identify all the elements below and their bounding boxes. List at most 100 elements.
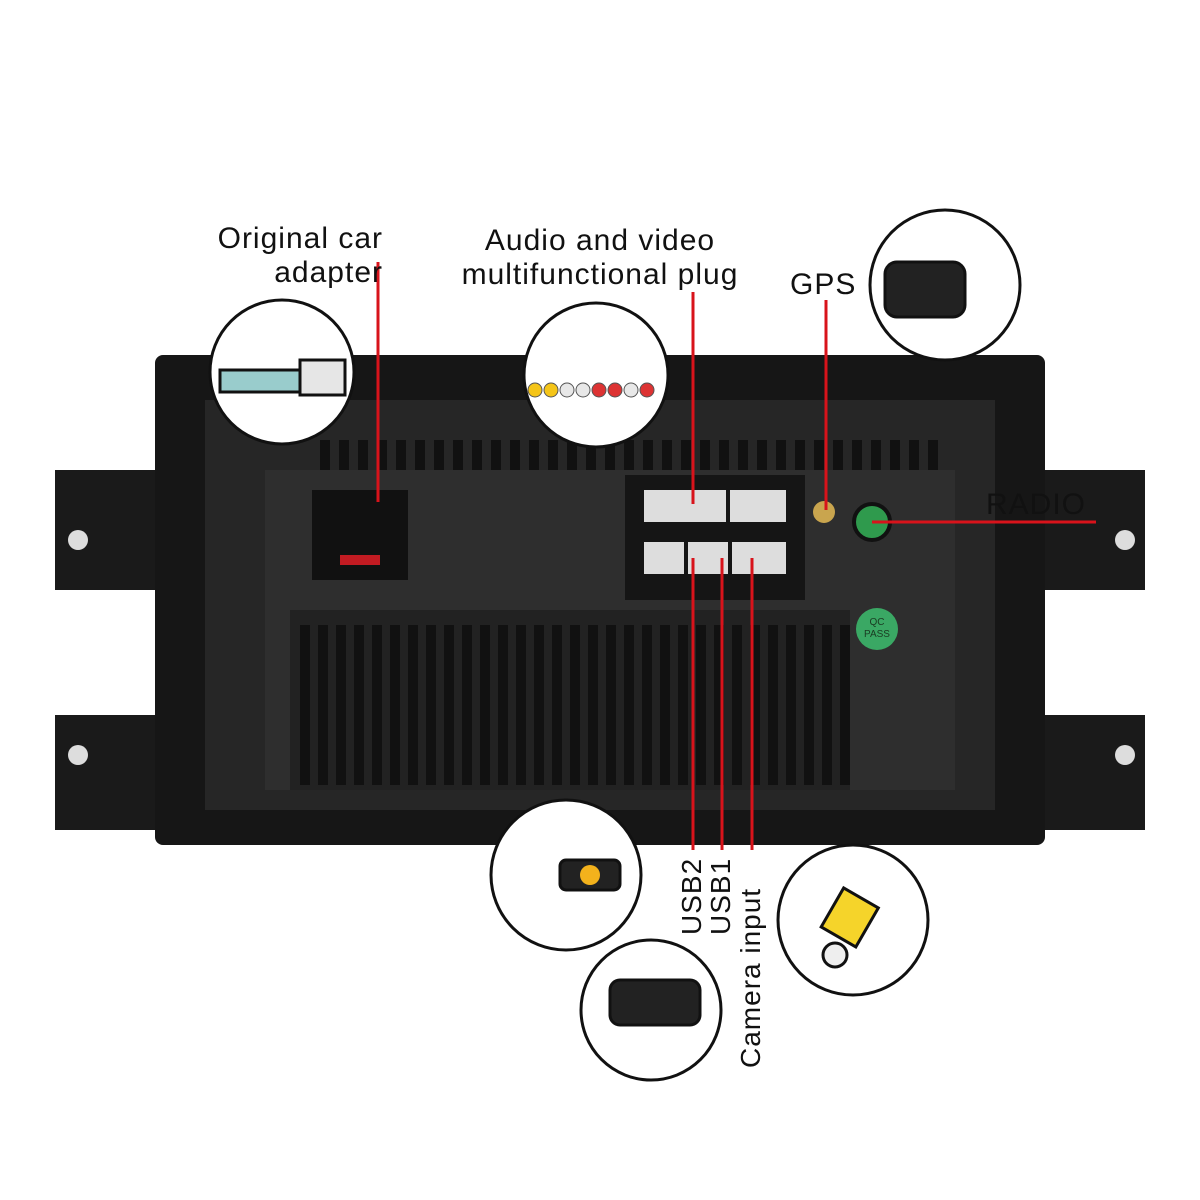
car-adapter-socket: [312, 490, 408, 580]
radio-label: RADIO: [986, 488, 1087, 521]
fin: [700, 440, 710, 470]
pointer-lines: [376, 262, 1096, 850]
fin: [890, 440, 900, 470]
fin: [339, 440, 349, 470]
fin: [390, 625, 400, 785]
fin: [354, 625, 364, 785]
fin: [372, 625, 382, 785]
heat-sink-fins-top: [320, 440, 938, 470]
label-line: Audio and video: [484, 224, 716, 257]
rca-plug: [543, 382, 559, 398]
mounting-bracket-left: [55, 470, 160, 830]
rca-plug: [527, 382, 543, 398]
fin: [548, 440, 558, 470]
fin: [300, 625, 310, 785]
fin: [909, 440, 919, 470]
rca-plug: [639, 382, 655, 398]
fin: [660, 625, 670, 785]
heat-sink-fins-bottom: [300, 625, 850, 785]
gps-antenna-inset: [868, 208, 1022, 362]
fin: [696, 625, 706, 785]
fin: [768, 625, 778, 785]
fin: [606, 625, 616, 785]
fin: [750, 625, 760, 785]
original-car-adapter-label: Original car adapter: [198, 222, 383, 290]
usb2-label: USB2: [676, 857, 707, 935]
fin: [320, 440, 330, 470]
fin: [434, 440, 444, 470]
fin: [408, 625, 418, 785]
fin: [822, 625, 832, 785]
rca-plug: [575, 382, 591, 398]
fin: [453, 440, 463, 470]
label-line: multifunctional plug: [461, 258, 739, 291]
fin: [396, 440, 406, 470]
av-plug-inset: [522, 301, 670, 449]
fin: [624, 625, 634, 785]
fin: [786, 625, 796, 785]
rca-plug: [591, 382, 607, 398]
fin: [480, 625, 490, 785]
fin: [605, 440, 615, 470]
fin: [567, 440, 577, 470]
fin: [814, 440, 824, 470]
fin: [552, 625, 562, 785]
fin: [510, 440, 520, 470]
fin: [757, 440, 767, 470]
fin: [642, 625, 652, 785]
fin: [714, 625, 724, 785]
rca-plug: [607, 382, 623, 398]
fin: [318, 625, 328, 785]
fin: [678, 625, 688, 785]
fin: [719, 440, 729, 470]
fin: [491, 440, 501, 470]
fin: [415, 440, 425, 470]
fin: [804, 625, 814, 785]
fin: [444, 625, 454, 785]
usb1-label: USB1: [705, 857, 736, 935]
label-line: adapter: [274, 256, 383, 289]
fin: [498, 625, 508, 785]
camera-rca-inset: [776, 843, 930, 997]
fin: [377, 440, 387, 470]
fin: [681, 440, 691, 470]
gps-label: GPS: [790, 268, 857, 301]
fin: [472, 440, 482, 470]
fin: [833, 440, 843, 470]
fin: [588, 625, 598, 785]
badge-line: QC: [869, 617, 885, 628]
camera-input-label: Camera input: [735, 887, 766, 1068]
fin: [529, 440, 539, 470]
audio-video-plug-label: Audio and video multifunctional plug: [445, 224, 755, 292]
usb-port-inset: [579, 938, 723, 1082]
rca-plug: [623, 382, 639, 398]
fin: [795, 440, 805, 470]
fin: [840, 625, 850, 785]
fin: [462, 625, 472, 785]
fin: [852, 440, 862, 470]
fin: [358, 440, 368, 470]
fin: [336, 625, 346, 785]
fin: [534, 625, 544, 785]
label-line: Original car: [217, 222, 383, 255]
fin: [738, 440, 748, 470]
fin: [643, 440, 653, 470]
qc-pass-badge: QC PASS: [856, 608, 898, 650]
usb-cable-inset: [489, 798, 643, 952]
fin: [928, 440, 938, 470]
fin: [871, 440, 881, 470]
fin: [624, 440, 634, 470]
fin: [776, 440, 786, 470]
mounting-bracket-right: [1040, 470, 1145, 830]
fin: [586, 440, 596, 470]
fin: [426, 625, 436, 785]
car-adapter-harness-inset: [208, 298, 356, 446]
fin: [732, 625, 742, 785]
rca-plug: [559, 382, 575, 398]
fin: [570, 625, 580, 785]
fin: [516, 625, 526, 785]
gps-antenna-jack: [813, 501, 835, 523]
fin: [662, 440, 672, 470]
